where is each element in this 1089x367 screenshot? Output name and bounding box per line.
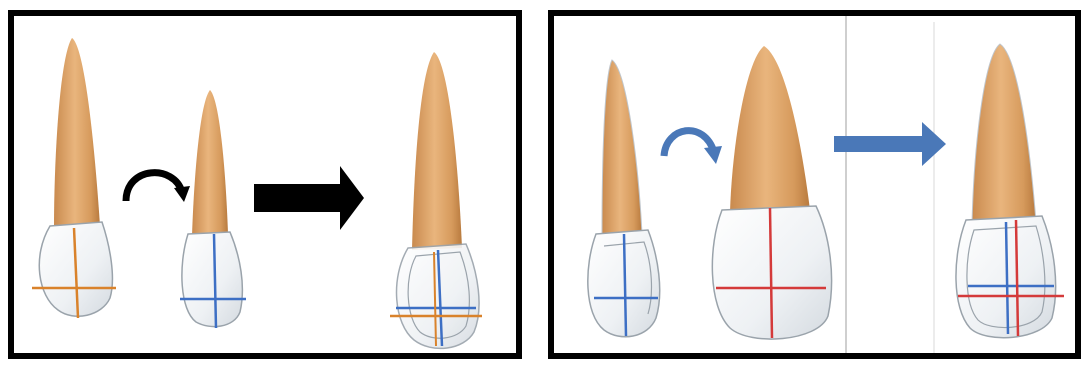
left-superimposed-teeth	[390, 52, 482, 348]
panel-left	[8, 10, 522, 359]
right-panel-figure	[554, 16, 1075, 353]
left-block-arrow-icon	[254, 166, 364, 230]
left-tooth-1	[32, 38, 116, 318]
left-tooth-2-crown	[182, 232, 243, 327]
left-tooth-2-root	[192, 90, 228, 236]
panel-right	[548, 10, 1081, 359]
left-tooth-2	[180, 90, 246, 328]
left-rotate-arrowhead-icon	[174, 186, 190, 202]
right-block-arrow-icon	[834, 122, 946, 166]
left-rotate-arrow-icon	[126, 173, 182, 201]
left-tooth-1-root	[54, 38, 100, 228]
left-superimposed-root	[412, 52, 462, 250]
left-panel-figure	[14, 16, 516, 353]
